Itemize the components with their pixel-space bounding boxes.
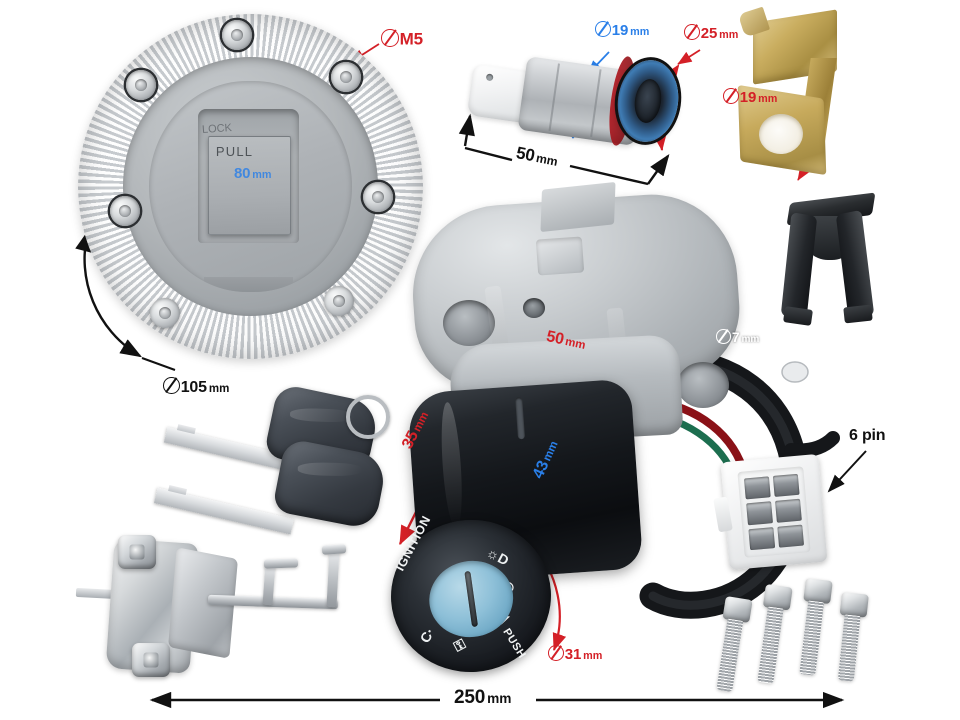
annotation-cap-bolt-circle-unit: mm bbox=[252, 169, 272, 181]
annotation-barrel-diameter-unit: mm bbox=[630, 26, 650, 38]
annotation-switch-hole-diameter-unit: mm bbox=[741, 334, 760, 346]
ignition-switch-square-recess bbox=[535, 236, 585, 276]
ignition-switch-pilot-hole bbox=[523, 298, 545, 318]
connector-pin-grid bbox=[737, 466, 811, 558]
fuel-cap-lock-text: LOCK bbox=[201, 122, 232, 137]
annotation-barrel-length-value: 50 bbox=[514, 143, 537, 166]
annotation-cap-bolt-circle-value: 80 bbox=[234, 165, 251, 182]
annotation-m5: M5 bbox=[381, 29, 423, 48]
connector-pin bbox=[743, 476, 771, 500]
ignition-switch-face-label: IGNITION bbox=[392, 513, 434, 574]
annotation-switch-face-diameter-unit: mm bbox=[583, 650, 603, 662]
seat-lock bbox=[75, 525, 353, 690]
diameter-icon bbox=[163, 377, 180, 394]
connector-pin bbox=[772, 473, 800, 498]
annotation-barrel-diameter-value: 19 bbox=[611, 22, 629, 39]
ignition-switch-keyway bbox=[464, 570, 479, 628]
annotation-switch-hole-spacing-unit: mm bbox=[563, 335, 587, 352]
connector-pin bbox=[745, 501, 773, 526]
ignition-switch-top-tab bbox=[540, 181, 616, 233]
annotation-m5-value: M5 bbox=[399, 29, 423, 49]
fuel-cap-bolt-upper-right bbox=[331, 62, 361, 92]
annotation-brass-hole-value: 19 bbox=[739, 89, 757, 106]
fuel-cap-bolt-mid-left bbox=[110, 196, 140, 226]
fork-bracket bbox=[778, 192, 888, 326]
diameter-icon bbox=[381, 29, 399, 47]
annotation-switch-face-diameter-value: 31 bbox=[564, 646, 582, 663]
keys bbox=[153, 375, 405, 540]
connector-pin bbox=[775, 498, 803, 523]
off-position-icon: C· bbox=[416, 624, 438, 646]
annotation-switch-hole-spacing-value: 50 bbox=[544, 328, 566, 349]
key-lower-head bbox=[271, 437, 389, 531]
fuel-cap-notch bbox=[203, 276, 294, 292]
annotation-six-pin: 6 pin bbox=[849, 427, 886, 444]
seat-lock-hook-far bbox=[326, 548, 340, 608]
fork-bracket-right-foot bbox=[843, 304, 873, 324]
seat-lock-nut-top bbox=[118, 535, 156, 569]
cap-head-bolts bbox=[716, 578, 888, 693]
ignition-switch-push-label: PUSH bbox=[500, 626, 528, 661]
annotation-cap-outer-diameter-unit: mm bbox=[208, 382, 230, 395]
diameter-icon bbox=[595, 21, 611, 37]
bolt-3-shank bbox=[799, 600, 825, 676]
diameter-icon bbox=[684, 24, 700, 40]
annotation-barrel-face-diameter-value: 25 bbox=[700, 25, 718, 42]
fuel-cap-bolt-lower-right bbox=[324, 286, 354, 316]
annotation-overall-length-unit: mm bbox=[487, 691, 512, 706]
fuel-cap-pull-text: PULL bbox=[215, 144, 254, 160]
annotation-switch-hole-diameter-value: 7 bbox=[731, 329, 740, 346]
six-pin-connector bbox=[713, 453, 828, 571]
ignition-switch-mount-hole-left bbox=[443, 300, 495, 346]
diameter-icon bbox=[548, 645, 564, 661]
annotation-cap-outer-diameter-value: 105 bbox=[180, 378, 207, 396]
annotation-six-pin-value: 6 pin bbox=[849, 427, 886, 444]
diameter-icon bbox=[723, 88, 739, 104]
diameter-icon bbox=[716, 329, 731, 344]
seat-lock-nut-bottom bbox=[132, 643, 170, 677]
connector-pin bbox=[748, 526, 776, 551]
fuel-cap-face: LOCK PULL bbox=[148, 81, 353, 292]
fuel-tank-cap: LOCK PULL bbox=[60, 0, 441, 377]
ignition-switch: IGNITION PUSH ☼D ⎋ ➤ ⚿ C· bbox=[385, 181, 840, 678]
bolt-4-shank bbox=[837, 614, 861, 682]
connector-pin bbox=[777, 524, 805, 548]
key-ring bbox=[346, 395, 390, 439]
fuel-cap-bolt-mid-right bbox=[363, 182, 393, 212]
fuel-cap-bolt-lower-left bbox=[150, 298, 180, 328]
lock-barrel bbox=[466, 46, 690, 166]
fuel-cap-bolt-top bbox=[222, 20, 252, 50]
seat-lock-hook-far-top bbox=[321, 544, 347, 555]
lock-icon: ⚿ bbox=[451, 635, 468, 655]
annotation-brass-hole-unit: mm bbox=[758, 93, 778, 105]
ignition-switch-mount-hole-right bbox=[677, 362, 729, 408]
bolt-4-head bbox=[839, 592, 869, 618]
fuel-cap-pull-tab bbox=[207, 135, 292, 235]
ignition-switch-barrel-slot bbox=[514, 397, 525, 440]
annotation-barrel-face-diameter-unit: mm bbox=[719, 29, 739, 41]
bolt-2-shank bbox=[757, 606, 784, 684]
seat-lock-hook-top bbox=[263, 558, 299, 569]
annotation-overall-length-value: 250 bbox=[454, 687, 486, 708]
annotation-barrel-length-unit: mm bbox=[534, 150, 559, 169]
fork-bracket-right-arm bbox=[835, 209, 875, 321]
fuel-cap-bolt-upper-left bbox=[126, 70, 156, 100]
bolt-1-shank bbox=[716, 618, 744, 693]
